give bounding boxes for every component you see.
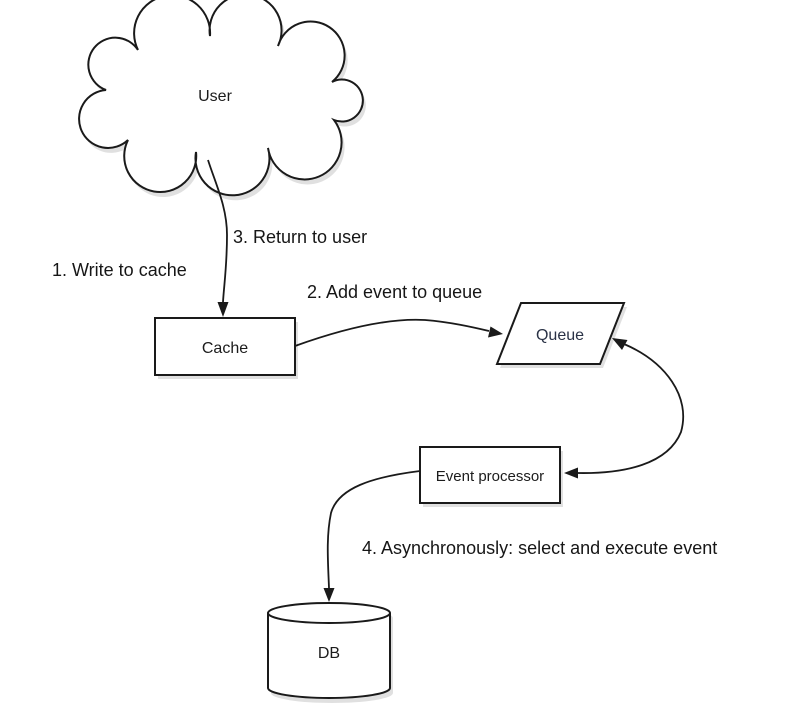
cache-label: Cache xyxy=(202,340,248,357)
event-processor-node: Event processor xyxy=(419,446,563,507)
cache-node: Cache xyxy=(154,317,298,379)
user-label: User xyxy=(198,88,232,105)
db-label: DB xyxy=(318,645,340,662)
arrow-queue-event-processor xyxy=(564,338,685,479)
arrow-user-to-cache xyxy=(207,159,229,317)
user-cloud-node: User xyxy=(78,0,366,201)
arrow-event-processor-to-db xyxy=(323,470,421,602)
db-node: DB xyxy=(267,602,393,703)
event-processor-label: Event processor xyxy=(436,468,544,485)
edge-label-write-to-cache: 1. Write to cache xyxy=(52,260,187,280)
queue-label: Queue xyxy=(536,327,584,344)
edge-label-add-event-to-queue: 2. Add event to queue xyxy=(307,282,482,302)
arrow-cache-to-queue xyxy=(294,318,503,347)
edge-label-asynchronously-select-execute: 4. Asynchronously: select and execute ev… xyxy=(362,538,717,558)
user-cloud-shape xyxy=(78,0,364,197)
queue-node: Queue xyxy=(495,302,627,368)
event-processor-box xyxy=(419,446,561,504)
cache-box xyxy=(154,317,296,376)
edge-label-return-to-user: 3. Return to user xyxy=(233,227,367,247)
db-cylinder-body xyxy=(267,613,391,699)
queue-parallelogram xyxy=(495,302,626,365)
db-cylinder-top xyxy=(267,602,391,624)
